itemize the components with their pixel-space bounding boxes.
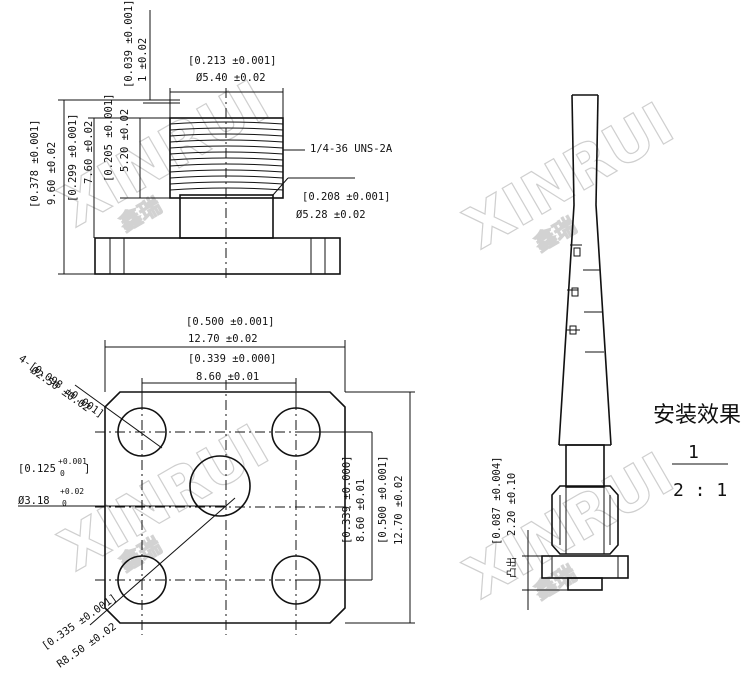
dim-protrude-label: 凸出 [505,557,518,578]
center-hole [189,455,251,517]
dim-thread-h-mm: 5.20 ±0.02 [119,109,131,172]
flange-outline [94,237,341,275]
thread-line [169,139,284,143]
dim-vpitch-mm: 8.60 ±0.01 [355,479,367,542]
assembly-label: 安装效果 [653,403,741,428]
dim-protrude-in: [0.087 ±0.004] [491,456,503,545]
watermark-text: XINRUI [48,411,280,584]
thread-spec: 1/4-36 UNS-2A [310,143,393,155]
thread-line [169,145,284,149]
thread-line [169,157,284,161]
dim-height-mm: 12.70 ±0.02 [393,475,405,545]
dim-center-in: [0.125 [18,463,56,475]
dim-thread-h-in: [0.205 ±0.001] [103,93,115,182]
scale-numerator: 1 [688,442,699,463]
dim-center-in-tol-up: +0.001 [58,457,87,466]
dim-body-h-in: [0.299 ±0.001] [67,113,79,202]
dim-width-in: [0.500 ±0.001] [186,316,275,328]
dim-relief-dia-mm: Ø5.28 ±0.02 [296,209,366,221]
dim-protrude-mm: 2.20 ±0.10 [506,473,518,536]
dim-relief-dia-in: [0.208 ±0.001] [302,191,391,203]
dim-holes-mm: Ø2.50 ±0.02 [28,365,92,415]
hex-nut [551,485,619,555]
dim-vpitch-in: [0.339 ±0.000] [341,455,353,544]
flange-top-outline [104,391,346,624]
dim-flange-thk-in: [0.039 ±0.001] [123,0,135,88]
assembly-view: [0.087 ±0.004] 2.20 ±0.10 凸出 安装效果 1 2 : … [491,94,741,610]
dim-pitch-mm: 8.60 ±0.01 [196,371,259,383]
dim-height-in: [0.500 ±0.001] [377,455,389,544]
side-view: [0.039 ±0.001] 1 ±0.02 [0.213 ±0.001] Ø5… [29,0,393,282]
dim-pitch-in: [0.339 ±0.000] [188,353,277,365]
dim-center-mm-tol-up: +0.02 [60,487,84,496]
thread-line [169,163,284,167]
dim-center-in-close: ] [84,463,90,475]
dim-flange-thk-mm: 1 ±0.02 [137,38,149,82]
dim-center-in-tol-low: 0 [60,469,65,478]
assembly-protrusion [567,577,603,591]
dim-width-mm: 12.70 ±0.02 [188,333,258,345]
dim-thread-dia-mm: Ø5.40 ±0.02 [196,72,266,84]
dim-thread-dia-in: [0.213 ±0.001] [188,55,277,67]
scale-denominator: 2 : 1 [673,480,727,501]
dim-center-mm: Ø3.18 [18,495,50,507]
dim-center-mm-tol-low: 0 [62,499,67,508]
dim-total-h-in: [0.378 ±0.001] [29,119,41,208]
dim-body-h-mm: 7.60 ±0.02 [83,121,95,184]
dim-total-h-mm: 9.60 ±0.02 [46,142,58,205]
mounting-hole [117,555,167,605]
assembly-neck [565,444,605,488]
